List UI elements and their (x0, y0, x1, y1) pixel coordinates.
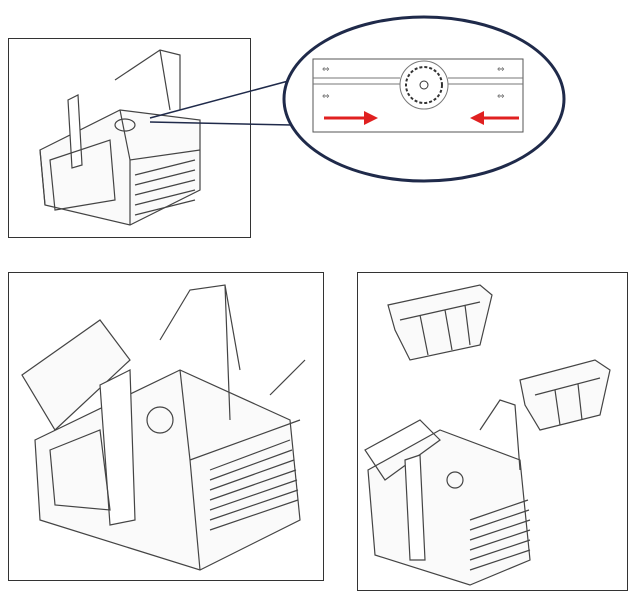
robot-overview-illustration (39, 49, 201, 226)
filter-baskets-illustration (364, 284, 611, 586)
svg-text:⇔: ⇔ (497, 92, 505, 102)
arrow-left-icon (470, 111, 519, 125)
impeller-icon (399, 60, 449, 110)
robot-open-lid-illustration (21, 284, 306, 571)
filter-basket-1 (387, 284, 493, 361)
filter-basket-2 (519, 359, 611, 431)
callout-latch-detail: ⇔ ⇔ ⇔ ⇔ (282, 15, 566, 183)
arrow-right-icon (324, 111, 378, 125)
lock-open-icon: ⇔ (322, 92, 330, 102)
lock-closed-icon: ⇔ (322, 65, 330, 75)
callout-connector (149, 79, 293, 126)
double-arrow-icon: ⇔ (497, 65, 505, 75)
